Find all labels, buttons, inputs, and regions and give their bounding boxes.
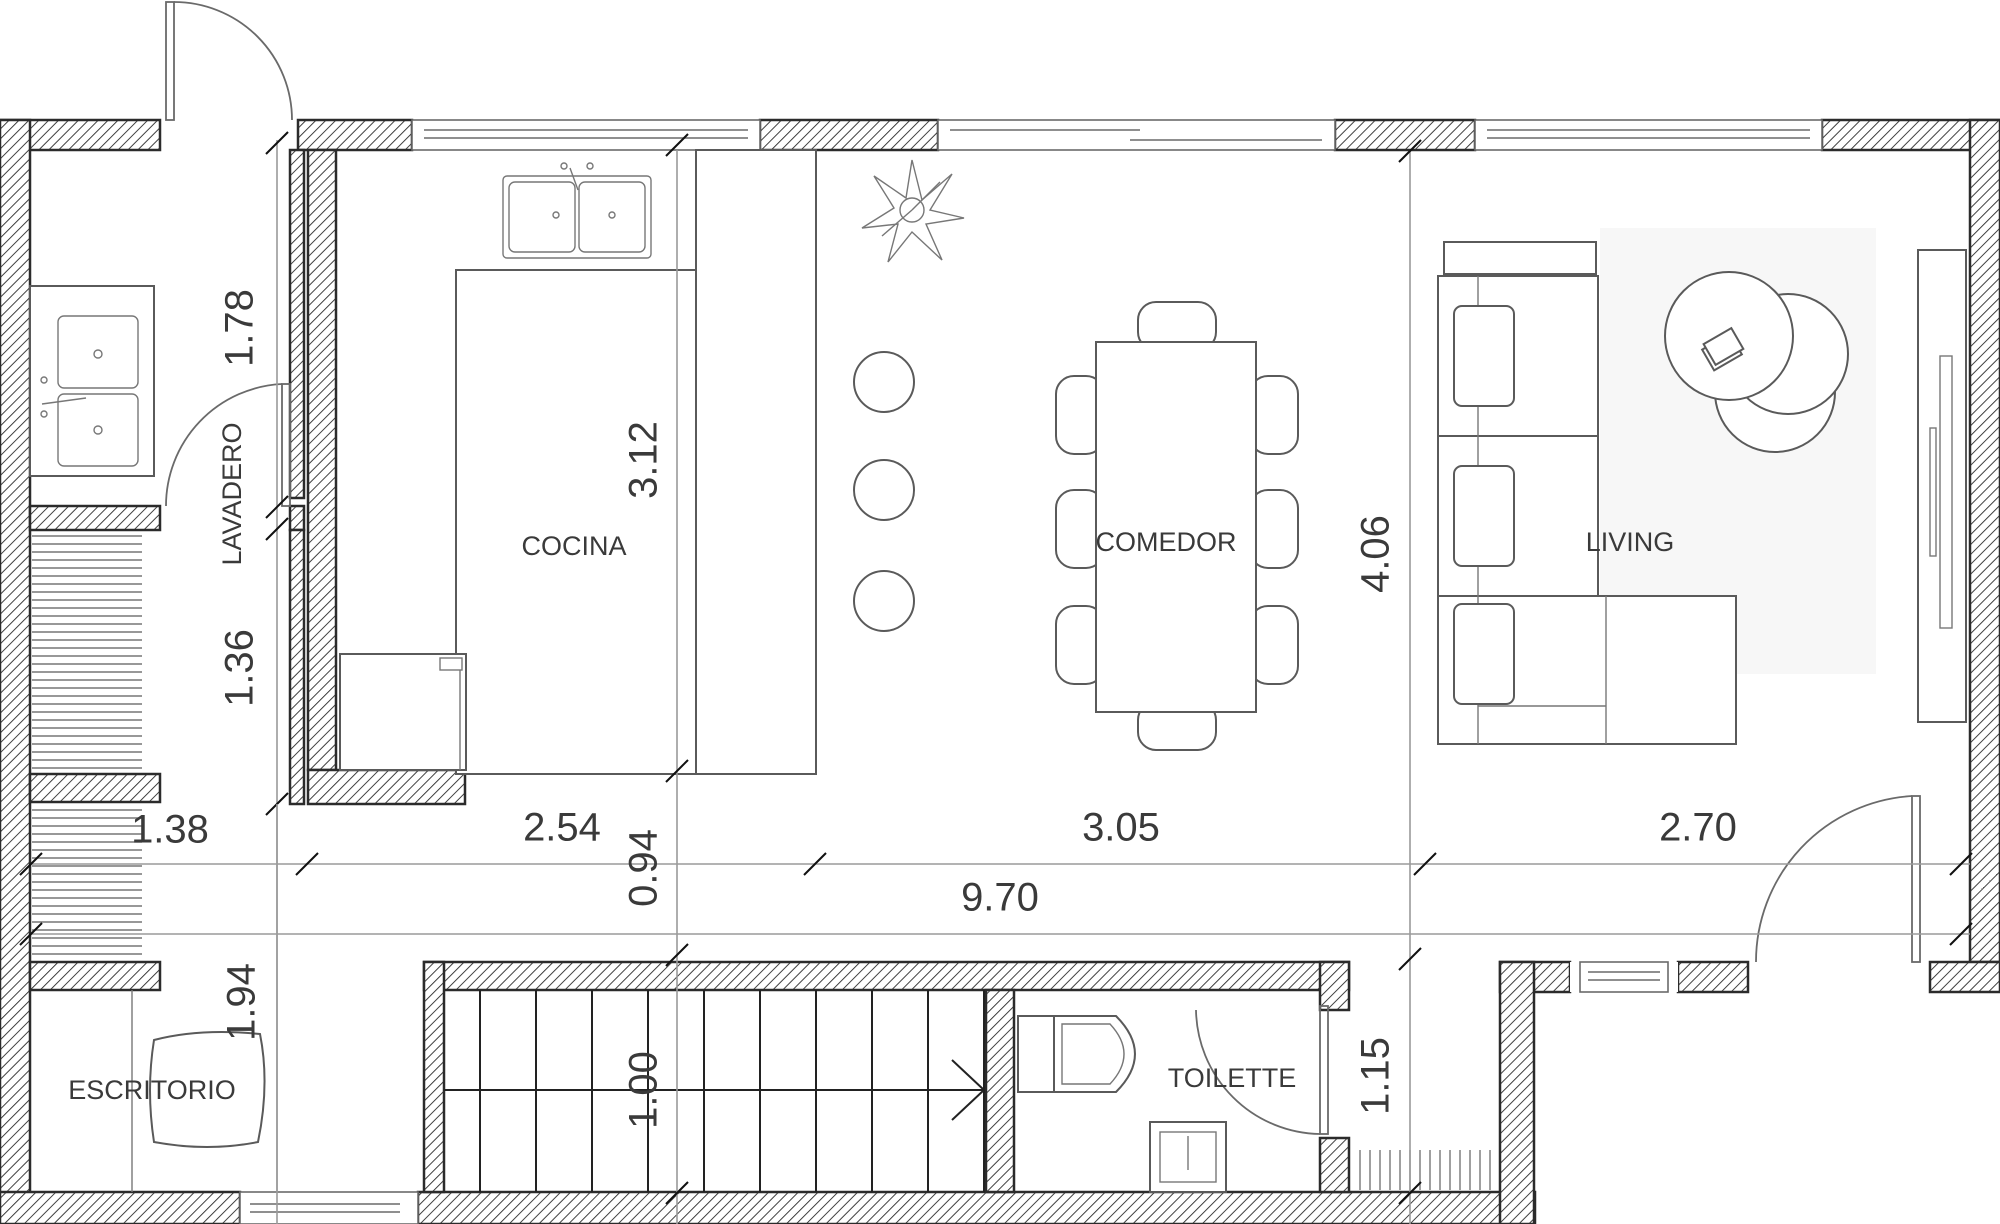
sofa — [1437, 241, 1737, 745]
sink-icon — [560, 162, 594, 191]
stool — [853, 351, 915, 413]
wall-top-2 — [758, 118, 940, 152]
tv — [1929, 427, 1937, 557]
wall-right — [1968, 118, 2000, 964]
dim-label-hall-height: 1.36 — [218, 629, 262, 707]
dim-label-width-lavadero: 1.38 — [131, 808, 209, 852]
room-label-escritorio: ESCRITORIO — [68, 1075, 236, 1105]
wall-stair-left — [422, 960, 446, 1194]
room-label-living: LIVING — [1586, 527, 1675, 557]
wall-right-block-2 — [1676, 960, 1750, 994]
dining-set — [1055, 301, 1299, 751]
window-bottom-left — [239, 1191, 419, 1224]
wall-hall-right — [288, 528, 306, 806]
wall-toilette-right-low — [1318, 1136, 1351, 1194]
toilet-icon — [1017, 1015, 1136, 1093]
window-top-2 — [937, 119, 1336, 151]
wall-stair-top — [422, 960, 1351, 992]
dim-label-living-depth: 4.06 — [1354, 515, 1398, 593]
wall-right-block-3 — [1928, 960, 2000, 994]
room-label-comedor: COMEDOR — [1096, 527, 1237, 557]
room-label-toilette: TOILETTE — [1168, 1063, 1297, 1093]
dim-label-stair-width: 1.00 — [622, 1051, 666, 1129]
window-right-block — [1570, 961, 1678, 993]
dim-label-total-width: 9.70 — [961, 876, 1039, 920]
laundry-sink — [29, 285, 155, 477]
office-chair — [149, 1031, 266, 1148]
walls — [0, 118, 2000, 1224]
windows — [239, 119, 1823, 1224]
kitchen-counter — [455, 269, 697, 775]
doors — [165, 1, 1921, 1135]
wall-toilette-right — [1318, 960, 1351, 1012]
window-top-3 — [1474, 119, 1823, 151]
dimension-lines — [19, 131, 1973, 1224]
wall-lavadero-corner — [288, 504, 306, 532]
dim-label-width-cocina: 2.54 — [523, 806, 601, 850]
door-toilette[interactable] — [1195, 1005, 1329, 1135]
staircase — [444, 990, 985, 1192]
room-label-cocina: COCINA — [521, 531, 626, 561]
wall-bottom-1 — [0, 1190, 242, 1224]
room-label-lavadero: LAVADERO — [217, 422, 247, 565]
wall-left — [0, 118, 32, 1224]
wall-hall-stub-1 — [28, 772, 162, 804]
wall-lavadero-bottom — [28, 504, 162, 532]
dim-label-lavadero-height: 1.78 — [218, 289, 262, 367]
plant-icon — [861, 159, 965, 263]
dim-label-corridor-depth: 0.94 — [622, 829, 666, 907]
window-top-1 — [411, 119, 761, 151]
stair-arrow — [951, 1089, 985, 1121]
door-lavadero[interactable] — [165, 383, 291, 507]
tv-cabinet — [1917, 249, 1967, 723]
dim-label-toilette-height: 1.15 — [1354, 1037, 1398, 1115]
wall-top-1 — [296, 118, 414, 152]
wall-lavadero-right — [288, 148, 306, 500]
wall-hall-stub-2 — [28, 960, 162, 992]
wall-top-3 — [1333, 118, 1477, 152]
washbasin — [1149, 1121, 1227, 1193]
wall-cocina-bottom — [306, 768, 467, 806]
stair-arrow — [951, 1059, 985, 1091]
stool — [853, 459, 915, 521]
dining-table — [1095, 341, 1257, 713]
dim-label-width-comedor: 3.05 — [1082, 806, 1160, 850]
shower-grate — [1359, 1150, 1491, 1190]
faucet-icon — [40, 376, 87, 418]
book-icon — [1700, 326, 1745, 372]
door-entry-top[interactable] — [165, 1, 293, 121]
wall-bottom-2 — [416, 1190, 1537, 1224]
wall-cocina-left — [306, 148, 338, 772]
dim-label-escritorio-height: 1.94 — [220, 963, 264, 1041]
stool — [853, 570, 915, 632]
dim-label-cocina-depth: 3.12 — [622, 421, 666, 499]
hall-stair-treads — [32, 535, 142, 955]
fridge — [339, 653, 467, 771]
kitchen-island — [695, 149, 817, 775]
door-main-entry[interactable] — [1755, 795, 1921, 963]
kitchen-sink — [502, 175, 652, 259]
dim-label-width-living: 2.70 — [1659, 806, 1737, 850]
wall-stair-right — [984, 988, 1016, 1194]
wall-right-block-left — [1498, 960, 1536, 1224]
